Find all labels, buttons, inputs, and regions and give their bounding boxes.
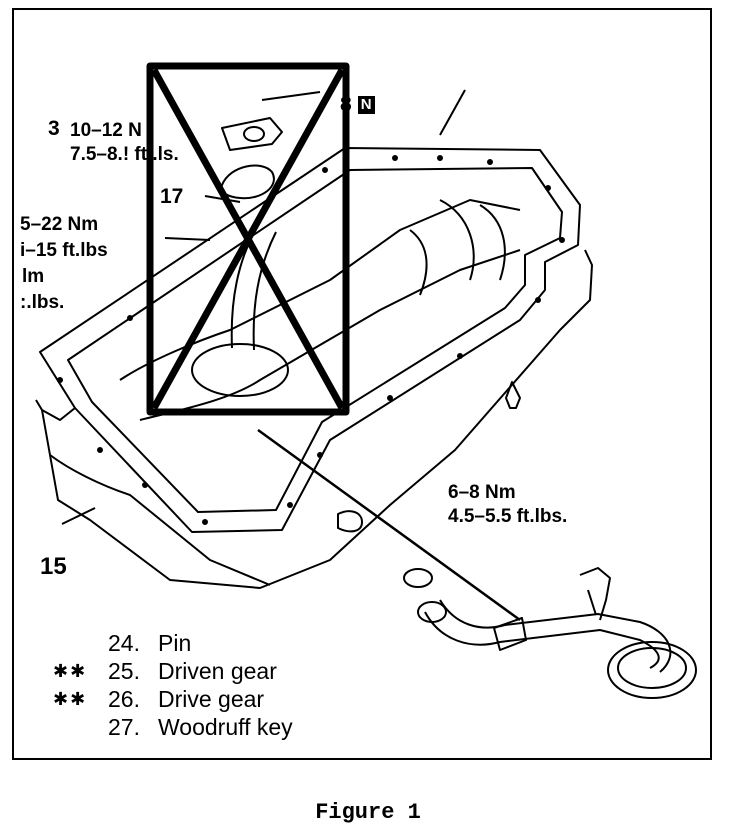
- pan-bolt: [505, 381, 521, 409]
- pan-well-contour: [119, 199, 521, 381]
- pickup-guide-line: [257, 428, 521, 622]
- strainer-gasket-hole: [243, 126, 265, 142]
- legend-item: ✱✱ 25. Driven gear: [53, 658, 277, 684]
- pickup-oring: [403, 568, 433, 588]
- legend-item: 24. Pin: [108, 630, 191, 656]
- figure-frame: [12, 8, 712, 760]
- pan-rib-3: [409, 229, 428, 296]
- label-m: lm: [22, 266, 45, 287]
- legend-marker: ✱✱: [53, 661, 88, 681]
- leader-15: [61, 507, 96, 525]
- pan-flange-outer: [39, 147, 581, 533]
- legend-item: 27. Woodruff key: [108, 714, 293, 740]
- legend-number: 27.: [108, 714, 140, 740]
- label-22-torque-nm: 5–22 Nm: [20, 214, 99, 235]
- legend-text: Woodruff key: [158, 714, 293, 740]
- legend-text: Pin: [158, 630, 192, 656]
- legend-number: 26.: [108, 686, 140, 712]
- pickup-screen: [607, 641, 697, 699]
- label-15-torque-ftlbs: i–15 ft.lbs: [20, 240, 108, 261]
- label-8-n-box: N: [357, 96, 375, 114]
- pickup-tube: [424, 599, 672, 673]
- pan-lip-lower: [35, 399, 76, 421]
- pickup-flange: [493, 617, 527, 651]
- legend-number: 25.: [108, 658, 140, 684]
- drain-plug: [337, 510, 363, 533]
- leader-22: [164, 237, 211, 241]
- pickup-bracket: [579, 567, 611, 621]
- label-15: 15: [40, 553, 67, 580]
- flange-bolt-holes: [57, 155, 565, 525]
- label-17: 17: [160, 185, 184, 208]
- pan-rib-1: [439, 199, 475, 281]
- cross-out-x: [150, 68, 346, 410]
- label-6-8-nm: 6–8 Nm: [448, 482, 516, 503]
- pan-flange-inner: [67, 167, 563, 513]
- legend-item: ✱✱ 26. Drive gear: [53, 686, 265, 712]
- figure-caption: Figure 1: [315, 800, 421, 825]
- cross-out-box: [146, 62, 350, 416]
- label-6-8-ftlbs: 4.5–5.5 ft.lbs.: [448, 506, 568, 527]
- leader-flange: [439, 89, 466, 136]
- pickup-screen-inner: [617, 647, 687, 689]
- strainer-pickup: [191, 343, 289, 397]
- strainer-flange: [220, 164, 275, 200]
- legend-marker: ✱✱: [53, 689, 88, 709]
- label-3-torque-ftlbs: 7.5–8.! ft..ls.: [70, 144, 179, 165]
- legend-text: Drive gear: [158, 686, 265, 712]
- pan-body: [41, 249, 593, 589]
- pan-rib-2: [479, 204, 506, 281]
- pickup-inlet: [417, 601, 447, 623]
- legend-number: 24.: [108, 630, 140, 656]
- legend-text: Driven gear: [158, 658, 277, 684]
- pan-body-side: [49, 454, 271, 586]
- leader-8: [261, 91, 321, 101]
- label-3: 3: [48, 117, 60, 140]
- strainer-gasket: [221, 117, 283, 151]
- label-lbs: :.lbs.: [20, 292, 65, 313]
- label-3-torque-nm: 10–12 N: [70, 120, 142, 141]
- label-8-num: 8: [340, 93, 352, 116]
